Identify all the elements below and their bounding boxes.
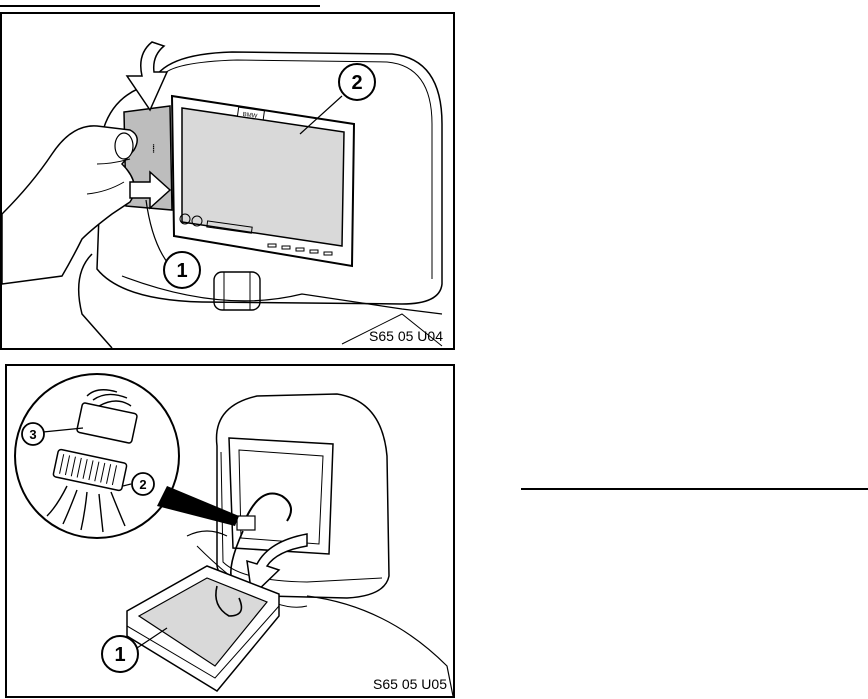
callout-1-label: 1	[176, 260, 187, 282]
section-rule	[521, 488, 868, 490]
callout-3-label: 3	[29, 427, 36, 442]
connector-small	[237, 516, 255, 530]
figure-u05: 3 2 1 S65 05 U05	[5, 364, 455, 698]
callout-2-label: 2	[351, 72, 362, 94]
callout-1-label: 1	[114, 644, 125, 666]
detail-magnifier	[15, 374, 179, 538]
removal-arrow-icon	[127, 42, 167, 110]
figure-u04: BMW ▪▪▪▪▪ 1 2 S65 05 U04	[0, 12, 455, 350]
svg-text:▪▪▪▪▪: ▪▪▪▪▪	[150, 144, 156, 153]
figure-code: S65 05 U05	[373, 676, 447, 692]
figure-u05-illustration: 3 2 1	[7, 366, 453, 696]
figure-code: S65 05 U04	[369, 328, 443, 344]
callout-2-label: 2	[139, 477, 146, 492]
figure-u04-illustration: BMW ▪▪▪▪▪ 1 2	[2, 14, 453, 348]
header-rule	[0, 5, 320, 7]
headrest-post	[214, 272, 260, 310]
